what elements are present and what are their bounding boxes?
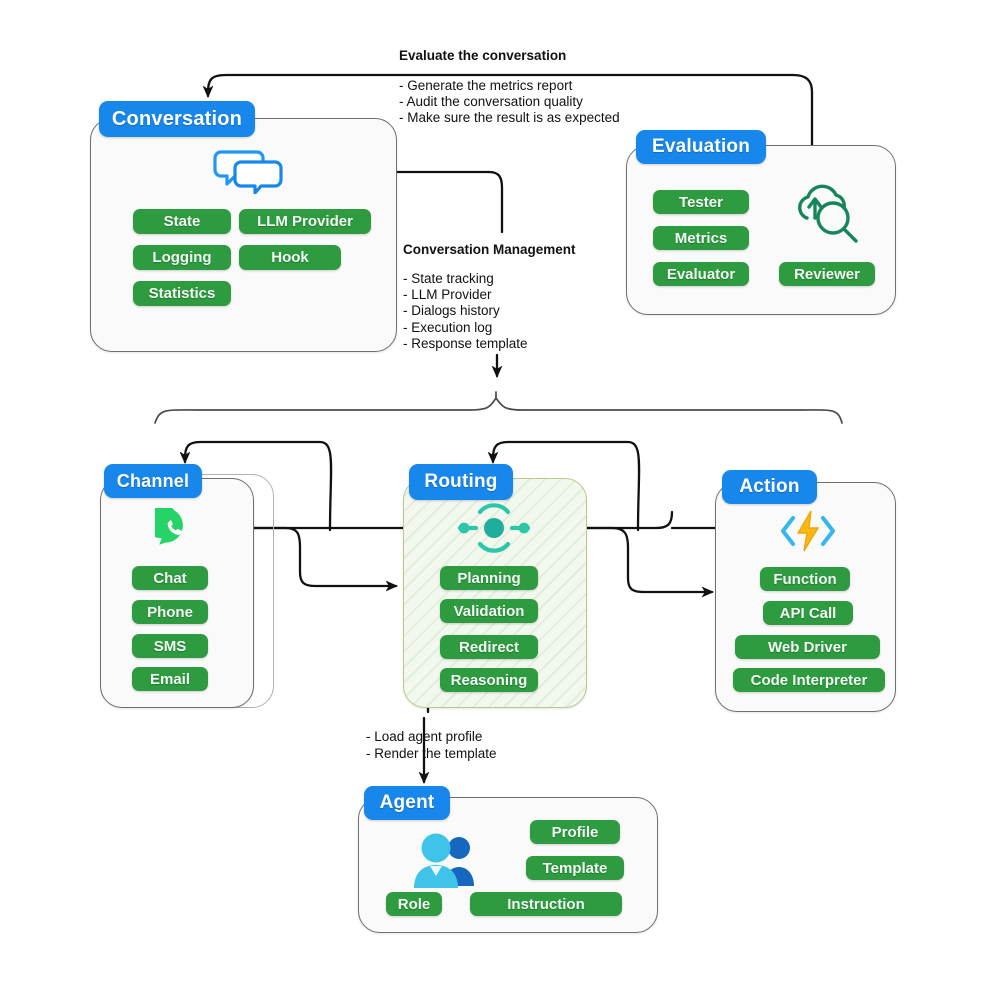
pill-instruction[interactable]: Instruction xyxy=(470,892,622,916)
annotation-item: - State tracking xyxy=(403,271,494,286)
annotation-item: - Dialogs history xyxy=(403,303,500,319)
pill-state[interactable]: State xyxy=(133,209,231,234)
pill-code-interpreter[interactable]: Code Interpreter xyxy=(733,668,885,692)
pill-web-driver[interactable]: Web Driver xyxy=(735,635,880,659)
routing-card[interactable] xyxy=(403,478,587,708)
lightning-code-icon xyxy=(778,508,838,554)
annotation-item: - Make sure the result is as expected xyxy=(399,110,620,126)
annotation-evaluate-the-conversation: Evaluate the conversation - Generate the… xyxy=(399,47,620,127)
annotation-agent-loading: - Load agent profile - Render the templa… xyxy=(366,728,497,762)
routing-node-icon xyxy=(456,502,532,554)
annotation-item: - Render the template xyxy=(366,746,497,761)
pill-email[interactable]: Email xyxy=(132,667,208,691)
pill-profile[interactable]: Profile xyxy=(530,820,620,844)
agent-badge[interactable]: Agent xyxy=(364,786,450,820)
pill-template[interactable]: Template xyxy=(526,856,624,880)
pill-evaluator[interactable]: Evaluator xyxy=(653,262,749,286)
pill-phone[interactable]: Phone xyxy=(132,600,208,624)
annotation-item: - Audit the conversation quality xyxy=(399,94,583,110)
cloud-search-icon xyxy=(789,180,863,246)
pill-sms[interactable]: SMS xyxy=(132,634,208,658)
speech-bubbles-icon xyxy=(213,148,283,195)
pill-planning[interactable]: Planning xyxy=(440,566,538,590)
routing-badge[interactable]: Routing xyxy=(409,464,513,500)
pill-logging[interactable]: Logging xyxy=(133,245,231,270)
pill-llm-provider[interactable]: LLM Provider xyxy=(239,209,371,234)
pill-reviewer[interactable]: Reviewer xyxy=(779,262,875,286)
pill-function[interactable]: Function xyxy=(760,567,850,591)
brace-distribute xyxy=(154,397,843,424)
pill-statistics[interactable]: Statistics xyxy=(133,281,231,306)
annotation-conversation-management: Conversation Management - State tracking… xyxy=(403,241,576,352)
pill-hook[interactable]: Hook xyxy=(239,245,341,270)
action-badge[interactable]: Action xyxy=(722,470,817,504)
annotation-item: - Generate the metrics report xyxy=(399,78,573,93)
annotation-item: - Load agent profile xyxy=(366,729,483,744)
pill-chat[interactable]: Chat xyxy=(132,566,208,590)
pill-role[interactable]: Role xyxy=(386,892,442,916)
evaluation-badge[interactable]: Evaluation xyxy=(636,130,766,164)
pill-metrics[interactable]: Metrics xyxy=(653,226,749,250)
pill-reasoning[interactable]: Reasoning xyxy=(440,668,538,692)
annotation-item: - Response template xyxy=(403,335,528,351)
users-icon xyxy=(410,830,478,892)
pill-api-call[interactable]: API Call xyxy=(763,601,853,625)
whatsapp-icon xyxy=(141,502,195,548)
pill-tester[interactable]: Tester xyxy=(653,190,749,214)
annotation-heading: Conversation Management xyxy=(403,242,576,257)
annotation-item: - LLM Provider xyxy=(403,287,492,303)
channel-badge[interactable]: Channel xyxy=(104,464,202,498)
annotation-heading: Evaluate the conversation xyxy=(399,48,567,63)
pill-validation[interactable]: Validation xyxy=(440,599,538,623)
conversation-badge[interactable]: Conversation xyxy=(99,101,255,137)
pill-redirect[interactable]: Redirect xyxy=(440,635,538,659)
annotation-item: - Execution log xyxy=(403,319,493,335)
